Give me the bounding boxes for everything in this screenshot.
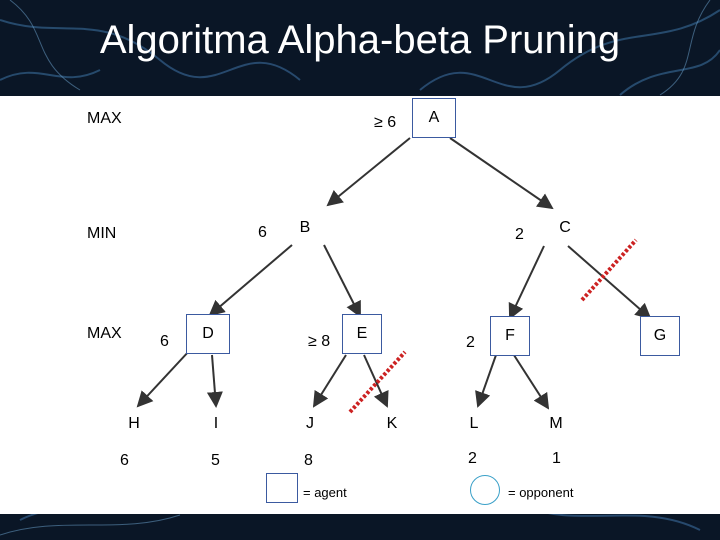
level-min: MIN [87,225,117,242]
node-c: C [559,219,571,236]
node-k: K [386,415,398,432]
leaf-value-l: 2 [468,450,477,467]
node-f: F [490,316,530,356]
node-l: L [469,415,479,432]
leaf-value-j: 8 [304,452,313,469]
node-h: H [128,415,140,432]
bound-e: ≥ 8 [308,333,331,350]
node-a: A [412,98,456,138]
slide-title: Algoritma Alpha-beta Pruning [99,18,621,62]
node-m: M [549,415,563,432]
level-max-top: MAX [87,110,122,127]
bound-b: 6 [258,224,267,241]
bound-a: ≥ 6 [374,114,397,131]
bound-f: 2 [466,334,475,351]
diagram-panel [0,96,720,514]
node-d: D [186,314,230,354]
bound-c: 2 [515,226,524,243]
node-b: B [299,219,311,236]
leaf-value-h: 6 [120,452,129,469]
bound-d: 6 [160,333,169,350]
node-j: J [306,415,314,432]
node-i: I [213,415,219,432]
legend-agent-label: = agent [303,485,347,500]
legend-agent-square [266,473,298,503]
leaf-value-i: 5 [211,452,220,469]
legend-opponent-label: = opponent [508,485,574,500]
node-g: G [640,316,680,356]
node-e: E [342,314,382,354]
legend-opponent-circle [470,475,500,505]
level-max-mid: MAX [87,325,122,342]
leaf-value-m: 1 [552,450,561,467]
